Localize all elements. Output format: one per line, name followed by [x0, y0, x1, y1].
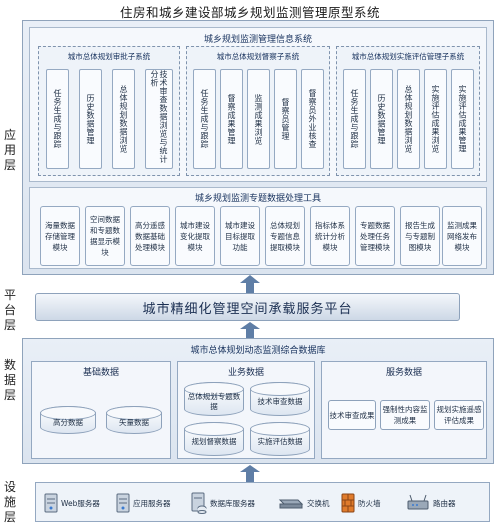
module-box: 实施评估成果管理	[451, 69, 474, 169]
module-box: 任务生成与跟踪	[193, 69, 216, 169]
module-box: 历史数据管理	[79, 69, 102, 169]
module-box: 督察成果管理	[220, 69, 243, 169]
tool-module-box: 专题数据处理任务管理模块	[355, 206, 395, 266]
tool-module-box: 空间数据和专题数据显示模块	[85, 206, 125, 266]
module-box: 总体规划数据浏览	[397, 69, 420, 169]
section-title: 服务数据	[385, 368, 422, 378]
up-arrow-icon	[240, 465, 260, 482]
info-system-panel: 城乡规划监测管理信息系统 城市总体规划审批子系统 任务生成与跟踪 历史数据管理 …	[29, 27, 487, 182]
infra-item-firewall: 防火墙	[341, 491, 381, 515]
server-icon	[44, 493, 58, 513]
service-result-box: 强制性内容监测成果	[380, 400, 430, 430]
module-box: 任务生成与跟踪	[46, 69, 69, 169]
database-cylinder: 矢量数据	[106, 406, 162, 434]
infrastructure-panel: Web服务器 应用服务器 数据库服务器 交换机	[35, 482, 490, 522]
module-box: 任务生成与跟踪	[343, 69, 366, 169]
tool-module-box: 报告生成与专题制图模块	[400, 206, 440, 266]
subsystem-title: 城市总体规划实施评估管理子系统	[351, 52, 465, 61]
database-cylinder: 总体规划专题数据	[184, 382, 244, 416]
subsystem-title: 城市总体规划督察子系统	[216, 52, 300, 61]
module-box: 技术审查数据浏览与统计分析	[145, 69, 173, 169]
tool-module-box: 城市建设变化提取模块	[175, 206, 215, 266]
database-cylinder: 规划督察数据	[184, 422, 244, 456]
basic-data-section: 基础数据 高分数据 矢量数据	[31, 361, 171, 459]
service-result-box: 技术审查成果	[328, 400, 376, 430]
business-data-section: 业务数据 总体规划专题数据 技术审查数据 规划督察数据 实施评估数据	[177, 361, 315, 459]
info-system-title: 城乡规划监测管理信息系统	[203, 35, 312, 45]
layer-label-data: 数据层	[3, 358, 16, 402]
tool-module-box: 指标体系统计分析模块	[310, 206, 350, 266]
up-arrow-icon	[240, 275, 260, 293]
database-cylinder: 高分数据	[40, 406, 96, 434]
layer-label-infrastructure: 设施层	[3, 480, 16, 524]
module-box: 督察员外业核查	[301, 69, 324, 169]
tools-panel: 城乡规划监测专题数据处理工具 海量数据存储管理模块 空间数据和专题数据显示模块 …	[29, 187, 487, 269]
module-box: 历史数据管理	[370, 69, 393, 169]
tool-module-box: 海量数据存储管理模块	[40, 206, 80, 266]
data-layer-panel: 城市总体规划动态监测综合数据库 基础数据 高分数据 矢量数据 业务数据 总体规划…	[22, 338, 494, 464]
tool-module-box: 城市建设目标提取功能	[220, 206, 260, 266]
subsystem-evaluation: 城市总体规划实施评估管理子系统 任务生成与跟踪 历史数据管理 总体规划数据浏览 …	[336, 46, 480, 176]
layer-label-application: 应用层	[3, 128, 16, 172]
tools-title: 城乡规划监测专题数据处理工具	[194, 194, 321, 204]
section-title: 基础数据	[82, 368, 119, 378]
module-box: 监测成果浏览	[247, 69, 270, 169]
infra-item-app-server: 应用服务器	[116, 491, 171, 515]
router-icon	[407, 494, 429, 510]
infra-item-switch: 交换机	[278, 491, 330, 515]
database-server-icon	[191, 492, 207, 514]
tool-module-box: 高分遥感数据基础处理模块	[130, 206, 170, 266]
switch-icon	[278, 499, 304, 509]
infra-item-web-server: Web服务器	[44, 491, 100, 515]
subsystem-approval: 城市总体规划审批子系统 任务生成与跟踪 历史数据管理 总体规划数据浏览 技术审查…	[38, 46, 180, 176]
subsystem-title: 城市总体规划审批子系统	[67, 52, 151, 61]
subsystem-inspection: 城市总体规划督察子系统 任务生成与跟踪 督察成果管理 监测成果浏览 督察员管理 …	[186, 46, 330, 176]
tool-module-box: 总体规划专题信息提取模块	[265, 206, 305, 266]
service-result-box: 规划实施遥感评估成果	[434, 400, 484, 430]
database-cylinder: 实施评估数据	[250, 422, 310, 456]
infra-item-router: 路由器	[406, 491, 456, 515]
layer-label-platform: 平台层	[3, 288, 16, 332]
application-layer-panel: 城乡规划监测管理信息系统 城市总体规划审批子系统 任务生成与跟踪 历史数据管理 …	[22, 20, 494, 275]
database-title: 城市总体规划动态监测综合数据库	[190, 346, 326, 356]
section-title: 业务数据	[227, 368, 264, 378]
module-box: 督察员管理	[274, 69, 297, 169]
server-icon	[116, 493, 130, 513]
module-box: 实施评估成果浏览	[424, 69, 447, 169]
diagram-title: 住房和城乡建设部城乡规划监测管理原型系统	[119, 5, 380, 20]
tool-module-box: 监测成果网络发布模块	[442, 206, 482, 266]
module-box: 总体规划数据浏览	[112, 69, 135, 169]
firewall-icon	[341, 493, 355, 513]
database-cylinder: 技术审查数据	[250, 382, 310, 416]
platform-bar: 城市精细化管理空间承载服务平台	[35, 293, 460, 321]
service-data-section: 服务数据 技术审查成果 强制性内容监测成果 规划实施遥感评估成果	[321, 361, 487, 459]
infra-item-database-server: 数据库服务器	[191, 491, 255, 515]
up-arrow-icon	[240, 322, 260, 338]
